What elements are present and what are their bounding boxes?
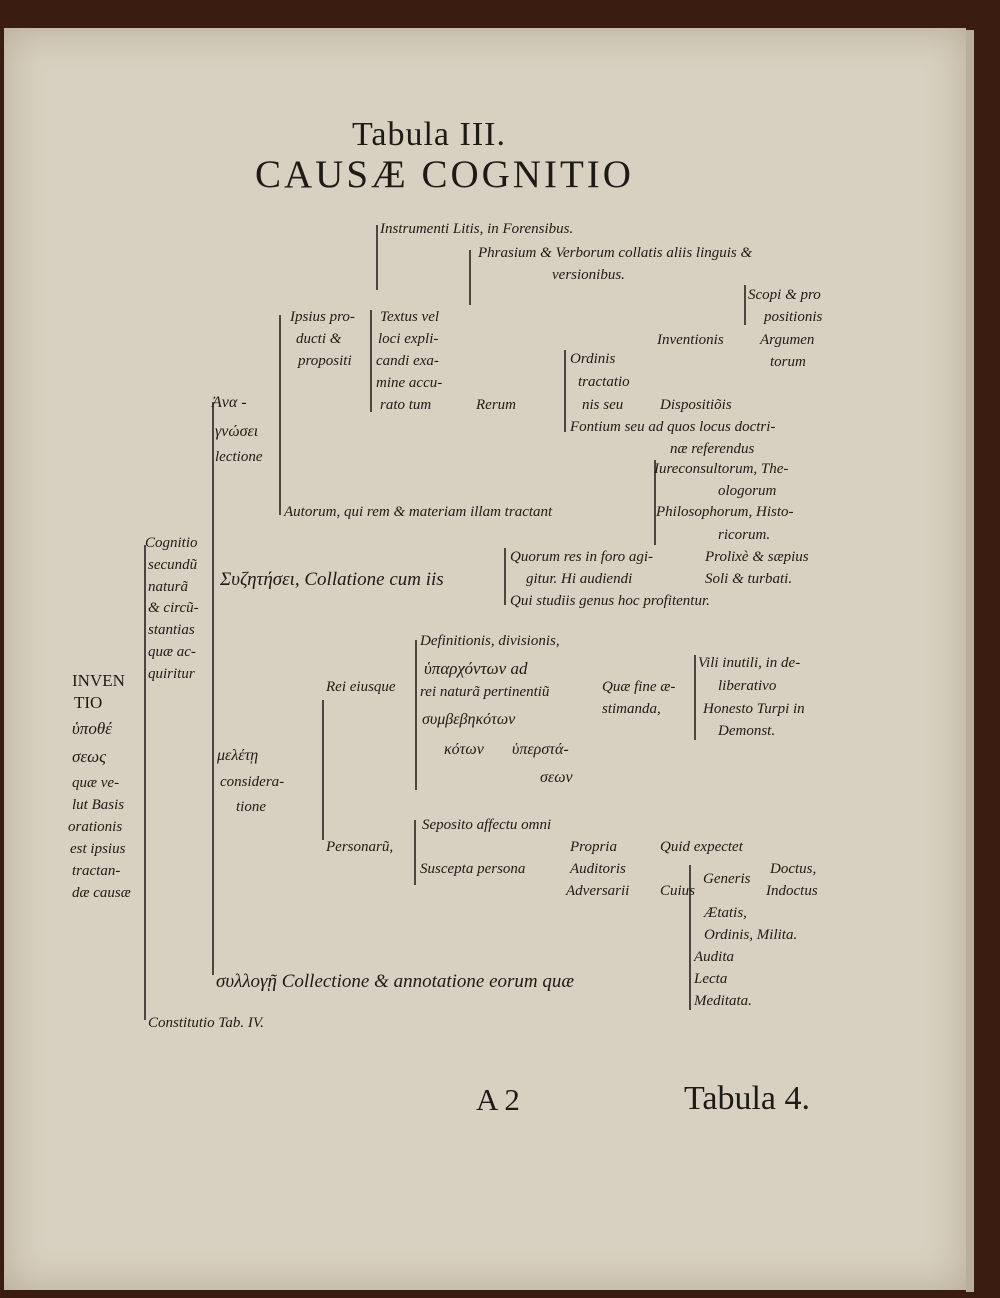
symbebekoton-2: κότων — [444, 741, 484, 758]
root-6: lut Basis — [72, 797, 125, 813]
syzetesei: Συζητήσει, Collatione cum iis — [220, 569, 444, 590]
textus-3: candi exa- — [376, 353, 439, 369]
phrasium-2: versionibus. — [552, 267, 625, 283]
doctus-2: Indoctus — [766, 883, 818, 899]
audita-3: Meditata. — [694, 993, 752, 1009]
vili-1: Vili inutili, in de- — [698, 655, 801, 671]
anagnosei-b: γνώσει — [215, 423, 259, 440]
melete-2: considera- — [220, 774, 285, 790]
cognitio-2: secundũ — [148, 557, 198, 573]
root-8: est ipsius — [70, 841, 126, 857]
vili-2: liberativo — [718, 678, 777, 694]
cognitio-4: & circũ- — [148, 600, 199, 616]
scopi-2: positionis — [764, 309, 823, 325]
cognitio-5: stantias — [148, 622, 195, 638]
argumen-2: torum — [770, 354, 806, 370]
root-3: ὑποθέ — [72, 719, 112, 738]
cognitio-3: naturã — [148, 579, 189, 595]
audita-2: Lecta — [694, 971, 728, 987]
anagnosei-c: lectione — [215, 449, 263, 465]
generis: Generis — [703, 871, 751, 887]
constitutio: Constitutio Tab. IV. — [148, 1015, 264, 1031]
vili-4: Demonst. — [718, 723, 776, 739]
textus-4: mine accu- — [376, 375, 443, 391]
book-page — [4, 28, 966, 1290]
textus-1: Textus vel — [380, 309, 440, 325]
quae-fine-1: Quæ fine æ- — [602, 679, 676, 695]
ordinis-3: nis seu — [582, 397, 624, 413]
ipsius-1: Ipsius pro- — [290, 309, 355, 325]
doctus-1: Doctus, — [770, 861, 817, 877]
ordinis-1: Ordinis — [570, 351, 616, 367]
prolixe-2: Soli & turbati. — [705, 571, 793, 587]
vili-3: Honesto Turpi in — [703, 701, 805, 717]
textus-5: rato tum — [380, 397, 432, 413]
title-line-1: Tabula III. — [352, 116, 506, 153]
phrasium-1: Phrasium & Verborum collatis aliis lingu… — [478, 245, 753, 261]
audita-1: Audita — [694, 949, 734, 965]
dispositionis: Dispositiõis — [660, 397, 732, 413]
textus-2: loci expli- — [378, 331, 439, 347]
symbebekoton-4: σεων — [540, 769, 573, 786]
quorum-3: Qui studiis genus hoc profitentur. — [510, 593, 710, 609]
quorum-1: Quorum res in foro agi- — [510, 549, 654, 565]
root-4: σεως — [72, 747, 106, 766]
cognitio-1: Cognitio — [145, 535, 198, 551]
aetatis-2: Ordinis, Milita. — [704, 927, 798, 943]
signature-mark: A 2 — [476, 1082, 520, 1117]
propria-3: Adversarii — [566, 883, 630, 899]
root-2: TIO — [74, 693, 103, 712]
iurec-1: Iureconsultorum, The- — [654, 461, 789, 477]
cognitio-6: quæ ac- — [148, 644, 196, 660]
quorum-2: gitur. Hi audiendi — [526, 571, 633, 587]
seposito: Seposito affectu omni — [422, 817, 552, 833]
rerum: Rerum — [476, 397, 516, 413]
fontium-2: næ referendus — [670, 441, 755, 457]
aetatis-1: Ætatis, — [704, 905, 747, 921]
autorum: Autorum, qui rem & materiam illam tracta… — [284, 504, 553, 520]
symbebekoton-3: ὑπερστά- — [512, 741, 569, 758]
melete-3: tione — [236, 799, 266, 815]
catchword: Tabula 4. — [684, 1080, 811, 1117]
melete-1: μελέτῃ — [217, 747, 259, 764]
rei-eiusque: Rei eiusque — [326, 679, 396, 695]
philos-1: Philosophorum, Histo- — [656, 504, 794, 520]
instrumenti: Instrumenti Litis, in Forensibus. — [380, 221, 574, 237]
fontium-1: Fontium seu ad quos locus doctri- — [570, 419, 776, 435]
page-edge — [966, 30, 974, 1292]
root-7: orationis — [68, 819, 123, 835]
symbebekoton-1: συμβεβηκότων — [422, 711, 516, 728]
root-1: INVEN — [72, 671, 125, 690]
quid: Quid expectet — [660, 839, 743, 855]
hyparchonton-2: rei naturã pertinentiũ — [420, 684, 550, 700]
cognitio-7: quiritur — [148, 666, 195, 682]
personarum: Personarũ, — [326, 839, 394, 855]
ipsius-3: propositi — [298, 353, 352, 369]
root-9: tractan- — [72, 863, 121, 879]
root-10: dæ causæ — [72, 885, 131, 901]
anagnosei-a: Ἀνα - — [212, 394, 247, 411]
cuius: Cuius — [660, 883, 696, 899]
suscepta: Suscepta persona — [420, 861, 526, 877]
ordinis-2: tractatio — [578, 374, 630, 390]
hyparchonton-1: ὑπαρχόντων ad — [424, 659, 528, 678]
quae-fine-2: stimanda, — [602, 701, 661, 717]
ipsius-2: ducti & — [296, 331, 342, 347]
root-5: quæ ve- — [72, 775, 120, 791]
inventionis: Inventionis — [657, 332, 724, 348]
propria-1: Propria — [570, 839, 617, 855]
philos-2: ricorum. — [718, 527, 771, 543]
argumen-1: Argumen — [760, 332, 815, 348]
propria-2: Auditoris — [570, 861, 626, 877]
syllogi: συλλογῇ Collectione & annotatione eorum … — [216, 971, 575, 992]
iurec-2: ologorum — [718, 483, 777, 499]
scopi-1: Scopi & pro — [748, 287, 821, 303]
definitionis: Definitionis, divisionis, — [420, 633, 560, 649]
title-line-2: CAUSÆ COGNITIO — [255, 153, 634, 196]
prolixe-1: Prolixè & sæpius — [705, 549, 809, 565]
